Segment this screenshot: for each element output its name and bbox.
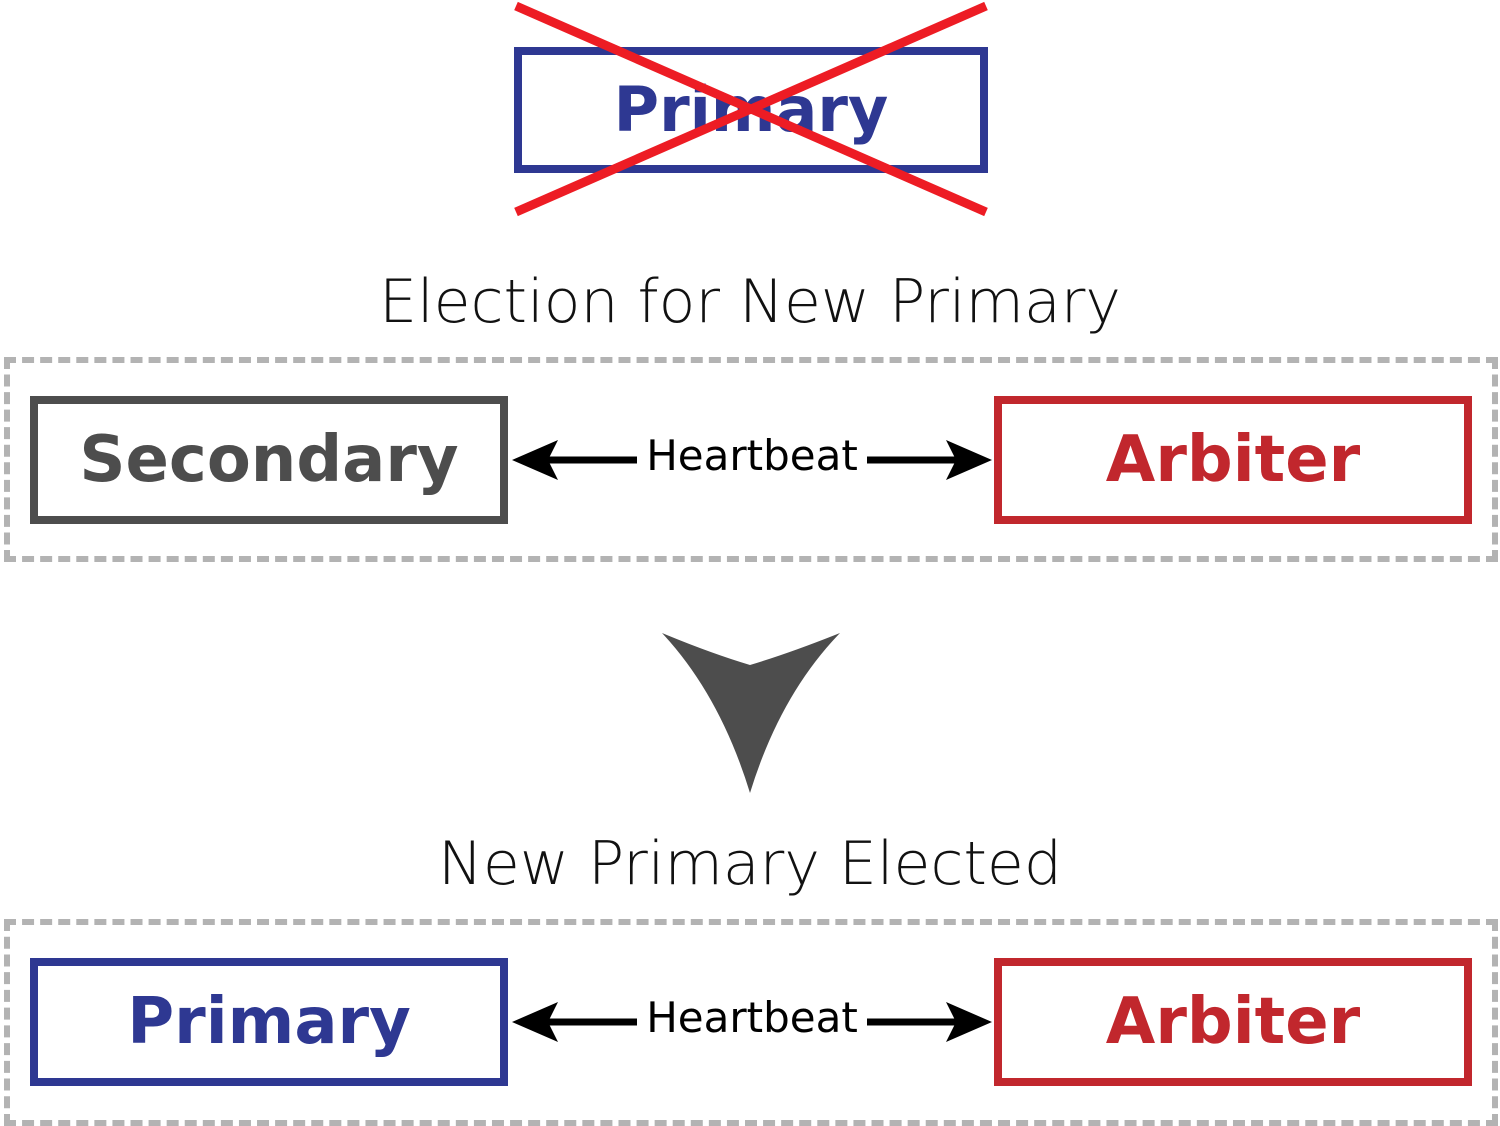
elected-arbiter-node: Arbiter [994,958,1472,1086]
elected-heartbeat-arrow-icon [512,1002,992,1042]
election-heartbeat-arrow-icon [512,440,992,480]
secondary-node-label: Secondary [79,423,459,497]
failure-cross-icon [514,1,988,217]
new-primary-label: Primary [127,985,411,1059]
election-stage-title: Election for New Primary [379,267,1121,337]
elected-stage-title: New Primary Elected [438,829,1062,899]
transition-arrow-icon [662,633,840,793]
election-arbiter-node: Arbiter [994,396,1472,524]
elected-replica-group [4,919,1498,1126]
election-heartbeat-label: Heartbeat [637,435,867,477]
new-primary-node: Primary [30,958,508,1086]
failed-primary-node: Primary [514,47,988,173]
election-replica-group [4,357,1498,562]
secondary-node: Secondary [30,396,508,524]
elected-arbiter-label: Arbiter [1105,985,1361,1059]
election-arbiter-label: Arbiter [1105,423,1361,497]
elected-heartbeat-label: Heartbeat [637,997,867,1039]
